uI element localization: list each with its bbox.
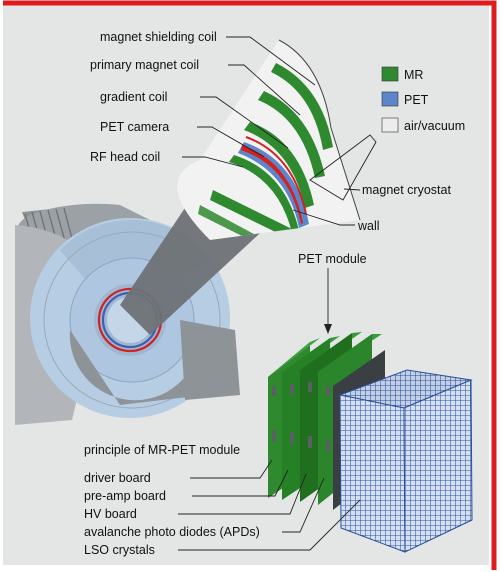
legend-swatch-mr [381, 66, 399, 82]
detail-outline [278, 39, 361, 221]
component-labels: magnet shielding coil primary magnet coi… [90, 30, 451, 266]
label-principle-title: principle of MR-PET module [84, 443, 240, 457]
legend: MR PET air/vacuum [381, 66, 465, 133]
legend-swatch-air [381, 117, 399, 133]
label-rf-head-coil: RF head coil [90, 150, 160, 164]
label-apds: avalanche photo diodes (APDs) [84, 525, 260, 539]
module-labels: principle of MR-PET module driver board … [84, 443, 260, 557]
legend-label-mr: MR [404, 68, 423, 82]
label-lso-crystals: LSO crystals [84, 543, 155, 557]
red-frame-edge [3, 0, 497, 570]
label-hv-board: HV board [84, 507, 137, 521]
legend-label-pet: PET [404, 93, 429, 107]
legend-swatch-pet [381, 91, 399, 107]
label-magnet-cryostat: magnet cryostat [362, 183, 451, 197]
leader-lines-bottom [178, 459, 361, 551]
cryostat-bracket [309, 134, 377, 201]
label-driver-board: driver board [84, 471, 151, 485]
label-pet-camera: PET camera [100, 120, 169, 134]
label-preamp-board: pre-amp board [84, 489, 166, 503]
pet-module-stack [268, 332, 473, 553]
label-wall: wall [357, 219, 380, 233]
label-magnet-shielding-coil: magnet shielding coil [100, 30, 217, 44]
label-gradient-coil: gradient coil [100, 90, 167, 104]
legend-label-air: air/vacuum [404, 119, 465, 133]
label-primary-magnet-coil: primary magnet coil [90, 58, 199, 72]
leader-lines-top [182, 36, 361, 334]
label-pet-module: PET module [298, 252, 367, 266]
